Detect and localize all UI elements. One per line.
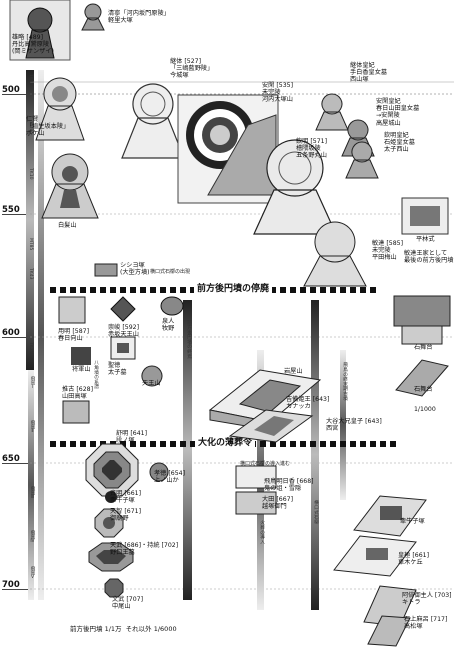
side-note-1: 前方後円墳の終焉 <box>186 320 191 359</box>
yomei-tomb-figure <box>58 296 86 324</box>
label-shishitsuka: シシヨ塚 (大型方墳) <box>120 262 150 277</box>
kotoku-tomb-figure <box>149 462 169 482</box>
kinmei-queen-tomb-figure <box>345 141 379 179</box>
side-note-4: 火葬の導入 <box>259 520 264 544</box>
kibi-chamber-figure <box>228 409 314 443</box>
jomei-tomb-figure <box>85 443 139 497</box>
phase-mt15: MT15 <box>28 122 33 135</box>
ninken-tomb-figure <box>35 77 85 141</box>
label-nomeiue: 飛鳥明日香 [668] 鬼の俎・雪隠 <box>264 478 314 493</box>
iwaya-chamber-figure <box>208 369 322 431</box>
year-500: 500 <box>2 85 32 95</box>
label-kitora: 阿倍御主人 [703] キトラ <box>402 592 452 607</box>
mommu-tomb-figure <box>104 578 124 598</box>
side-note-3: 横口式石槨 <box>313 500 318 524</box>
ishibutai-figure <box>393 295 451 345</box>
tenchi-tomb-figure <box>94 508 124 538</box>
label-bidatsu-note: 敏達王家として 最後の前方後円墳 <box>404 250 454 265</box>
kengyuko-chamber-figure <box>353 495 427 537</box>
label-keitai: 継体 [527] 「三嶋藍野陵」 今城塚 <box>170 58 214 80</box>
phase-asuka5: 飛鳥Ⅴ <box>30 566 35 580</box>
label-ankan: 安閑 [535] 未完陵 河内大塚山 <box>262 82 293 104</box>
shogun-tomb-figure <box>71 347 91 365</box>
year-550: 550 <box>2 205 32 215</box>
keyhole-end-title: 前方後円墳の停廃 <box>194 281 273 294</box>
bidatsu-tomb-figure <box>303 221 367 287</box>
ankan-tomb-figure <box>177 94 279 204</box>
phase-asuka2: 飛鳥Ⅱ <box>30 420 35 434</box>
label-mommu: 文武 [707] 中尾山 <box>112 596 143 611</box>
label-kenzan: 天王山 <box>142 380 161 387</box>
label-keitai-queen: 継体皇妃 手白香皇女墓 西山塚 <box>350 62 388 84</box>
label-makino: 泉人 牧野 <box>162 318 175 333</box>
ishibutai-figure-2 <box>395 359 449 397</box>
sushun-tomb-figure <box>110 296 136 322</box>
label-jomei: 舒明 [641] 段ノ塚 <box>116 430 147 445</box>
otomo-chamber-figure <box>235 465 277 515</box>
tenmu-tomb-figure <box>88 542 134 572</box>
suiko-tomb-figure <box>62 400 90 424</box>
phase-tk209: TK209 <box>28 342 33 357</box>
label-tenchi: 天智 [671] 御廟野 <box>110 508 141 523</box>
year-700: 700 <box>2 580 32 590</box>
label-amakashi: 吉備姫王 [643] カナッカ <box>286 396 330 411</box>
label-ishibutai: 石舞台 <box>414 344 433 351</box>
phase-asuka4: 飛鳥Ⅳ <box>30 530 35 544</box>
side-note-2: 八角墳の系譜 <box>93 360 98 389</box>
label-seinei: 清寧「河内坂門原陵」 軽里大塚 <box>108 10 170 25</box>
note-stone-spread: 横口式石槨の導入進む <box>240 461 291 467</box>
shishitsuka-tomb-figure <box>94 263 118 277</box>
label-otomo: 大田 [667] 越塚御門 <box>262 496 293 511</box>
label-hiraoka: 平林式 <box>416 236 435 243</box>
phase-asuka3: 飛鳥Ⅲ <box>30 486 35 500</box>
phase-tk10: TK10 <box>28 168 33 180</box>
makino-tomb-figure <box>160 296 184 316</box>
label-noguchi: 皇極 [661] 車木ケ丘 <box>398 552 429 567</box>
label-kotoku: 孝徳 [654] 上ノ山か <box>154 470 185 485</box>
phase-mt85: MT85 <box>28 238 33 251</box>
hiraoka-tomb-figure <box>401 197 449 235</box>
noguchi-chamber-figure <box>333 535 417 577</box>
note-stone-intro: 横口式石槨の出現 <box>150 269 191 275</box>
scale-caption: 前方後円墳 1/1万 それ以外 1/6000 <box>70 625 177 633</box>
label-sushun: 崇峻 [592] 赤坂天王山 <box>108 324 139 339</box>
label-takamatsu: 石上麻呂 [717] 高松塚 <box>404 616 448 631</box>
label-ankan-queen: 安閑皇妃 春日山田皇女墓 →安閑陵 高屋城山 <box>376 98 420 127</box>
shotoku-tomb-figure <box>110 336 136 360</box>
side-note-5: 飛鳥の終末期古墳 <box>342 362 347 401</box>
seinei-tomb-figure <box>81 3 105 31</box>
label-shogun: 将軍山 <box>72 366 91 373</box>
label-tenmu: 天武 [686]・持統 [702] 野口王墓 <box>110 542 179 557</box>
label-ishibutai-2: 石舞台 <box>414 386 433 393</box>
kogyoku-tomb-figure <box>105 491 117 503</box>
label-iwaya: 岩屋山 <box>284 368 303 375</box>
shiragayama-tomb-figure <box>41 153 99 219</box>
kinmei-tomb-figure <box>253 139 337 235</box>
year-600: 600 <box>2 328 32 338</box>
label-shiragayama: 白髪山 <box>58 222 77 229</box>
phase-asuka1: 飛鳥Ⅰ <box>30 376 35 390</box>
label-yomei: 用明 [587] 春日向山 <box>58 328 89 343</box>
taika-title: 大化の薄葬令 <box>195 435 256 448</box>
yuryaku-tomb-figure <box>9 0 71 61</box>
label-kogyoku: 斉明 [661] 牽牛子塚 <box>110 490 141 505</box>
year-650: 650 <box>2 454 32 464</box>
kenzan-tomb-figure <box>141 365 163 387</box>
label-kinmei-queen: 欽明皇妃 石姫皇女墓 太子西山 <box>384 132 415 154</box>
label-yuryaku: 雄略 [489] 丹比高鷲原陵 (岡ミサンザイ) <box>12 34 54 56</box>
phase-tk43: TK43 <box>28 268 33 280</box>
label-scale-2: 1/1000 <box>414 406 436 413</box>
label-kinmei: 欽明 [571] 檜隈坂陵 五条野丸山 <box>296 138 327 160</box>
phase-tk47: TK47 <box>28 74 33 86</box>
label-ninken: 仁賢 「埴生坂本陵」 ボケ山 <box>26 116 70 138</box>
label-kengyuko: 牽牛子塚 <box>400 518 425 525</box>
label-shotoku: 聖徳 太子墓 <box>108 362 127 377</box>
label-suiko: 推古 [628] 山田高塚 <box>62 386 93 401</box>
label-bidatsu: 敏達 [585] 未完陵 平田梅山 <box>372 240 403 262</box>
label-narabaya: 大谷大兄皇子 [643] 西宮 <box>326 418 382 433</box>
